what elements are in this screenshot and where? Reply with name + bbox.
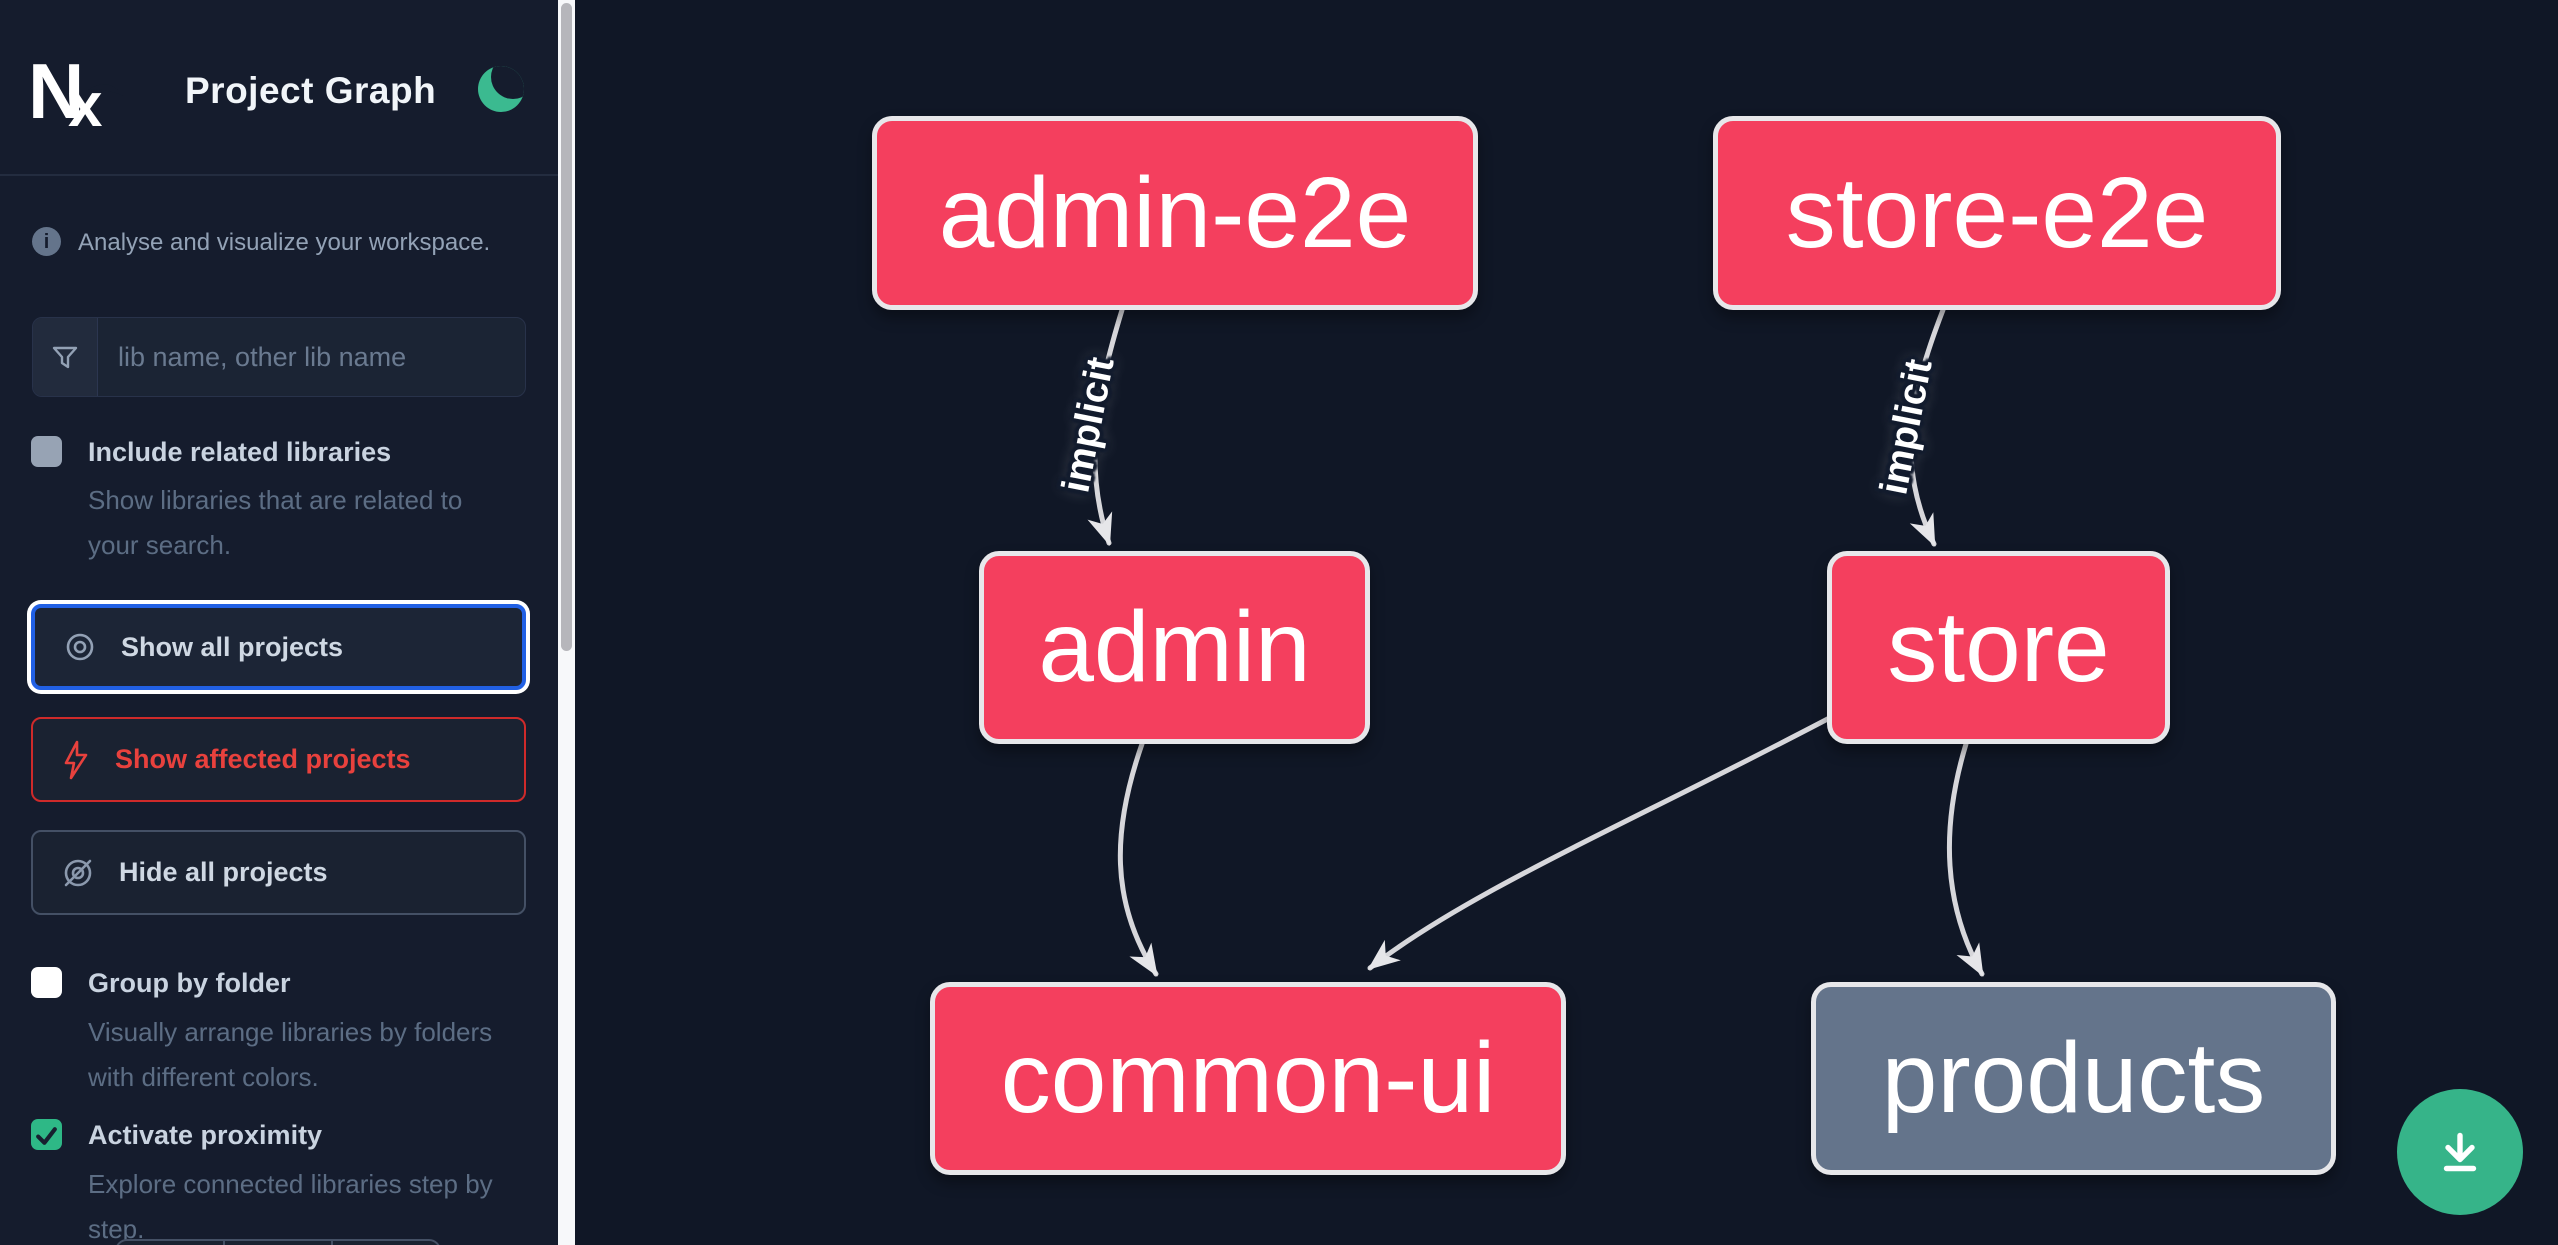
- toggle-label[interactable]: Include related libraries: [88, 437, 392, 467]
- checkbox-group-by-folder[interactable]: [31, 967, 62, 998]
- edge-store-e2e-to-store: [1908, 307, 1946, 547]
- node-label: store: [1887, 591, 2110, 703]
- toggle-description: Explore connected libraries step by step…: [88, 1169, 493, 1244]
- proximity-stepper-control[interactable]: [115, 1239, 441, 1245]
- search-input[interactable]: [98, 318, 525, 396]
- node-label: common-ui: [1000, 1022, 1496, 1134]
- graph-node-store[interactable]: store: [1827, 551, 2170, 744]
- node-label: products: [1881, 1022, 2266, 1134]
- sidebar: N x Project Graph i Analyse and visualiz…: [0, 0, 558, 1245]
- toggle-description: Visually arrange libraries by folders wi…: [88, 1017, 493, 1092]
- edge-store-to-products: [1946, 741, 1985, 977]
- button-label: Show all projects: [121, 631, 344, 662]
- sidebar-scrollbar-thumb[interactable]: [561, 3, 572, 651]
- lightning-bolt-icon: [64, 740, 88, 779]
- workspace-tagline: Analyse and visualize your workspace.: [78, 229, 491, 256]
- checkbox-activate-proximity[interactable]: [31, 1119, 62, 1150]
- eye-off-icon: [64, 859, 92, 886]
- header-divider: [0, 174, 558, 176]
- graph-node-common-ui[interactable]: common-ui: [930, 982, 1566, 1175]
- graph-node-products[interactable]: products: [1811, 982, 2336, 1175]
- edge-admin-e2e-to-admin: [1087, 307, 1125, 546]
- download-icon: [2443, 1132, 2477, 1172]
- show-all-projects-button[interactable]: Show all projects: [31, 604, 526, 690]
- toggle-label[interactable]: Activate proximity: [88, 1120, 323, 1150]
- button-label: Hide all projects: [119, 857, 328, 887]
- stepper-segment[interactable]: [225, 1241, 333, 1245]
- graph-node-store-e2e[interactable]: store-e2e: [1713, 116, 2281, 310]
- edge-admin-to-common-ui: [1117, 741, 1159, 977]
- search-box: [32, 317, 526, 397]
- toggle-label[interactable]: Group by folder: [88, 968, 291, 998]
- toggle-description: Show libraries that are related to your …: [88, 485, 463, 560]
- eye-icon: [66, 633, 94, 661]
- nx-logo: N x: [28, 56, 124, 128]
- info-icon: i: [32, 227, 61, 256]
- graph-node-admin[interactable]: admin: [979, 551, 1370, 744]
- button-label: Show affected projects: [115, 744, 411, 774]
- stepper-segment[interactable]: [117, 1241, 225, 1245]
- node-label: admin-e2e: [938, 156, 1412, 269]
- page-title: Project Graph: [185, 70, 437, 111]
- filter-funnel-icon: [33, 318, 98, 396]
- download-graph-button[interactable]: [2397, 1089, 2523, 1215]
- checkbox-include-related-libraries[interactable]: [31, 436, 62, 467]
- show-affected-projects-button[interactable]: Show affected projects: [31, 717, 526, 802]
- node-label: store-e2e: [1785, 156, 2209, 269]
- dark-mode-toggle moon-icon[interactable]: [478, 66, 524, 112]
- svg-text:x: x: [68, 71, 103, 128]
- node-label: admin: [1038, 591, 1311, 703]
- hide-all-projects-button[interactable]: Hide all projects: [31, 830, 526, 915]
- graph-node-admin-e2e[interactable]: admin-e2e: [872, 116, 1478, 310]
- edge-store-to-common-ui: [1367, 701, 1859, 971]
- svg-text:N: N: [28, 56, 84, 128]
- stepper-segment[interactable]: [333, 1241, 439, 1245]
